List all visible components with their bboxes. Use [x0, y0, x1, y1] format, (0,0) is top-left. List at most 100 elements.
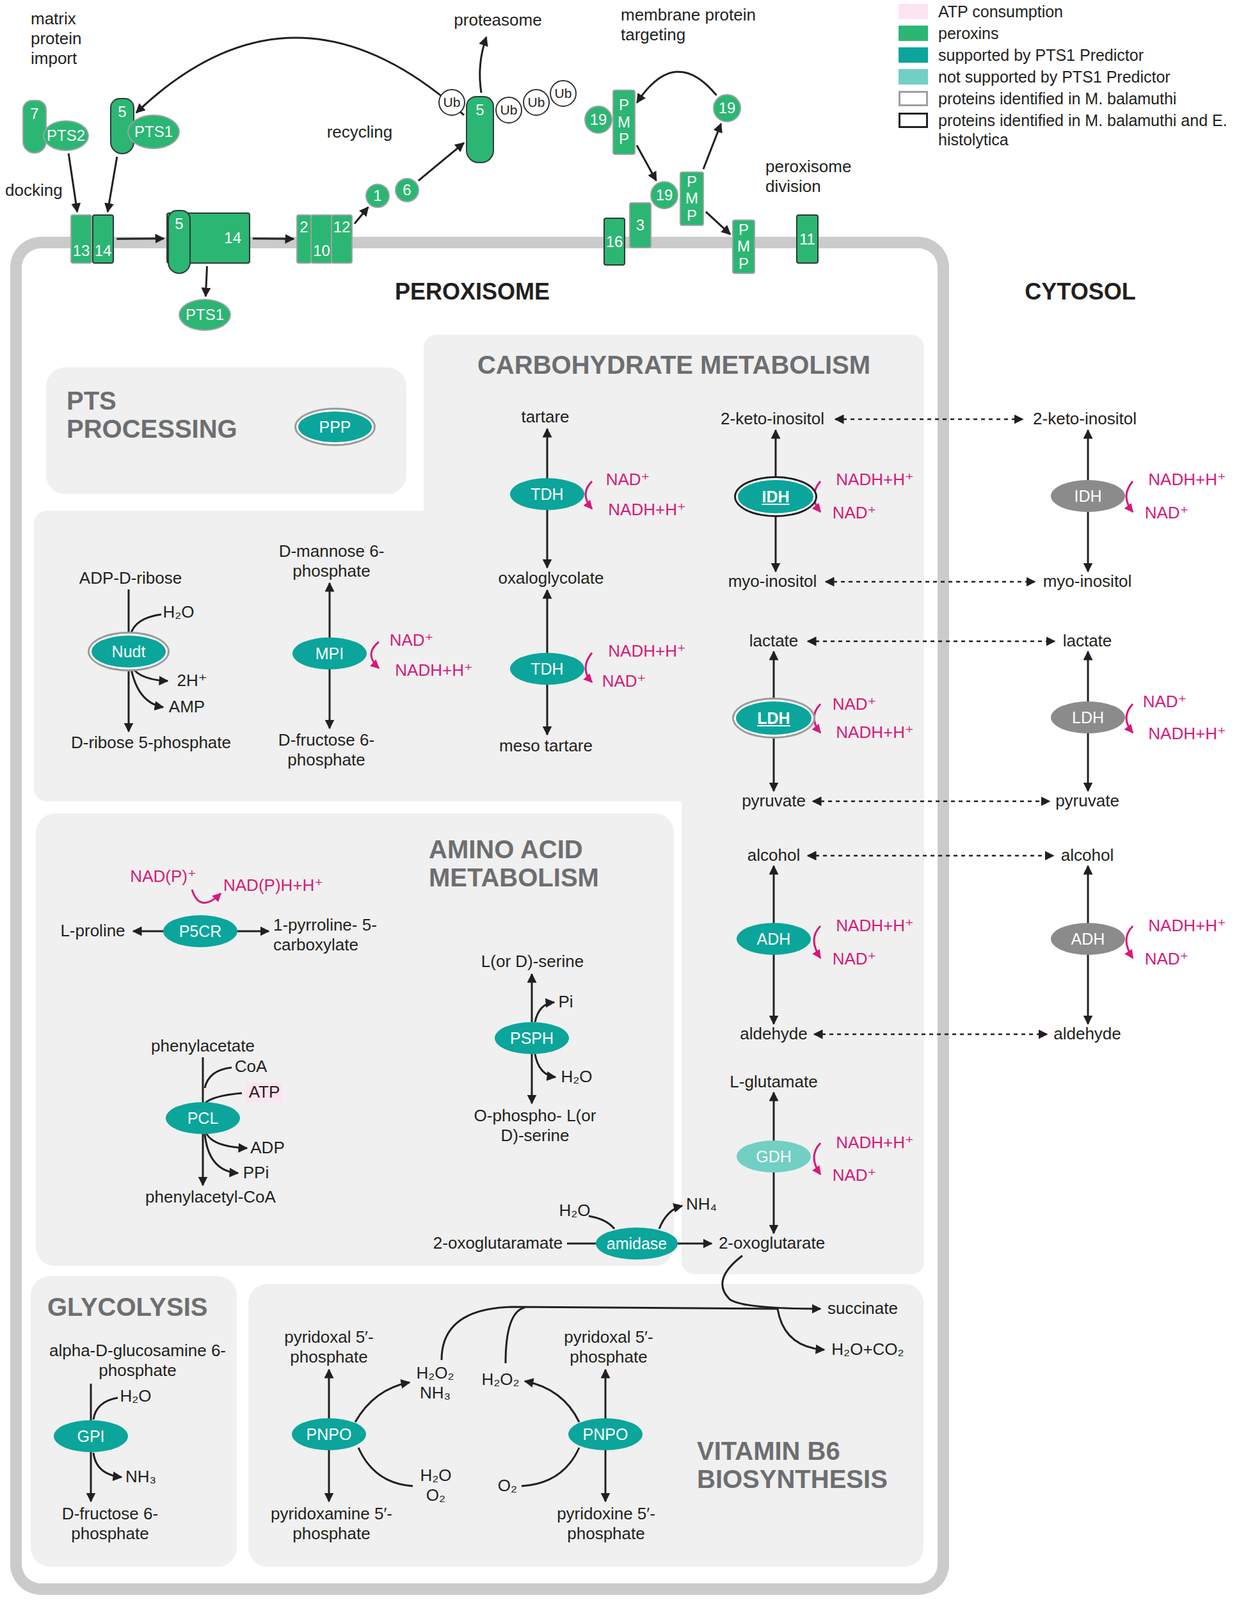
node-label: Ub — [500, 102, 518, 118]
cofactor-label: NAD(P)⁺ — [129, 866, 196, 887]
connector-arrow — [136, 37, 464, 116]
enzyme-ellipse: GPI — [53, 1420, 128, 1453]
text-label: ATP — [246, 1082, 283, 1103]
reaction-arrow — [825, 581, 1035, 584]
legend-swatch — [898, 3, 928, 20]
text-label: PPi — [243, 1162, 269, 1183]
text-label: phenylacetate — [151, 1036, 255, 1056]
legend-swatch — [898, 69, 928, 85]
panel-title: AMINO ACID METABOLISM — [428, 835, 647, 892]
enzyme-ellipse: P5CR — [163, 915, 238, 948]
enzyme-ellipse: PSPH — [494, 1022, 569, 1055]
enzyme-ellipse: ADH — [736, 922, 811, 955]
legend-text: ATP consumption — [938, 1, 1234, 22]
enzyme-ellipse: GDH — [736, 1140, 811, 1173]
text-label: H₂O₂ — [481, 1369, 520, 1390]
text-label: proteasome — [453, 10, 542, 31]
connector-arrow — [418, 142, 464, 181]
cofactor-label: NAD⁺ — [1144, 503, 1190, 523]
enzyme-ellipse: PNPO — [568, 1418, 643, 1451]
panel-title: PTS PROCESSING — [66, 386, 278, 443]
node-label: LDH — [757, 709, 790, 728]
text-label: 1-pyrroline- 5-carboxylate — [273, 915, 402, 955]
enzyme-ellipse: PPP — [298, 411, 372, 443]
connector-arrow — [116, 237, 164, 240]
text-label: CYTOSOL — [1024, 277, 1136, 306]
node-label: 10 — [312, 241, 331, 260]
pmp-protein: PMP — [679, 171, 704, 226]
cofactor-label: NADH+H⁺ — [607, 499, 686, 520]
node-label: PPP — [318, 417, 351, 437]
text-label: alpha-D-glucosamine 6-phosphate — [41, 1340, 234, 1381]
text-label: NH₃ — [125, 1466, 157, 1487]
text-label: ADP — [250, 1137, 285, 1158]
text-label: Pi — [558, 991, 573, 1012]
node-label: 6 — [402, 181, 411, 200]
node-label: IDH — [1073, 487, 1102, 506]
cargo-oval: PTS2 — [42, 120, 89, 152]
cofactor-label: NADH+H⁺ — [835, 722, 914, 743]
connector-arrow — [107, 156, 118, 212]
ubiquitin-circle: Ub — [522, 88, 550, 116]
panel-title: GLYCOLYSIS — [47, 1292, 208, 1321]
node-label: Ub — [554, 85, 573, 102]
node-label: ADH — [1071, 929, 1106, 949]
text-label: aldehyde — [739, 1023, 808, 1044]
node-label: GPI — [76, 1427, 105, 1446]
ubiquitin-circle: Ub — [549, 79, 577, 107]
enzyme-ellipse: LDH — [1050, 701, 1126, 734]
enzyme-ellipse: LDH — [735, 701, 812, 735]
node-label: PTS2 — [46, 126, 86, 145]
text-label: pyridoxamine 5′-phosphate — [254, 1503, 409, 1544]
cofactor-label: NAD⁺ — [832, 1165, 877, 1186]
peroxin-circle: 19 — [650, 181, 679, 210]
legend-swatch — [898, 47, 928, 63]
cofactor-label: NAD(P)H+H⁺ — [223, 875, 324, 896]
cofactor-arrow — [1126, 703, 1133, 733]
node-label: 2 — [299, 218, 308, 237]
node-label: PMP — [684, 173, 700, 224]
connector-arrow — [705, 211, 731, 235]
cofactor-label: NAD⁺ — [832, 949, 877, 969]
text-label: matrix protein import — [30, 8, 114, 70]
membrane-peroxin: 12 — [330, 214, 354, 264]
pathway-panel: GLYCOLYSIS GPI — [30, 1276, 237, 1567]
cofactor-label: NADH+H⁺ — [835, 915, 914, 936]
cofactor-label: NADH+H⁺ — [607, 641, 686, 662]
enzyme-ellipse: ADH — [1050, 922, 1126, 955]
text-label: 2H⁺ — [177, 670, 208, 691]
node-label: LDH — [1071, 708, 1104, 728]
text-label: NH₄ — [686, 1194, 717, 1215]
enzyme-ellipse: PCL — [165, 1102, 240, 1135]
enzyme-ellipse: IDH — [1050, 479, 1126, 512]
enzyme-ellipse: IDH — [737, 479, 814, 514]
text-label: H₂O O₂ — [413, 1465, 459, 1506]
cofactor-arrow — [1126, 481, 1133, 512]
membrane-peroxin: 11 — [796, 214, 819, 264]
node-label: 7 — [30, 104, 39, 123]
node-label: 12 — [333, 218, 351, 237]
text-label: myo-inositol — [1043, 571, 1133, 592]
importomer-box: 145 — [166, 212, 251, 264]
cofactor-label: NADH+H⁺ — [394, 660, 473, 681]
node-label: 19 — [718, 99, 736, 118]
connector-arrow — [68, 153, 78, 212]
node-label: 5 — [475, 101, 484, 120]
node-label: 5 — [174, 215, 184, 233]
node-label: 16 — [606, 232, 624, 251]
legend-text: peroxins — [938, 23, 1234, 43]
legend-swatch — [898, 90, 928, 107]
node-label: 14 — [94, 241, 112, 260]
text-label: 2-oxoglutarate — [718, 1233, 825, 1254]
node-label: PMP — [735, 221, 752, 272]
text-label: L-glutamate — [729, 1071, 818, 1092]
enzyme-ellipse: Nudt — [91, 635, 166, 668]
text-label: 2-keto-inositol — [1032, 408, 1137, 429]
node-label: IDH — [761, 487, 790, 507]
connector-arrow — [354, 207, 368, 224]
cofactor-label: NADH+H⁺ — [1148, 723, 1226, 744]
peroxin-receptor: 5 — [465, 95, 495, 164]
cofactor-label: NAD⁺ — [832, 503, 877, 523]
enzyme-ellipse: TDH — [510, 652, 585, 685]
